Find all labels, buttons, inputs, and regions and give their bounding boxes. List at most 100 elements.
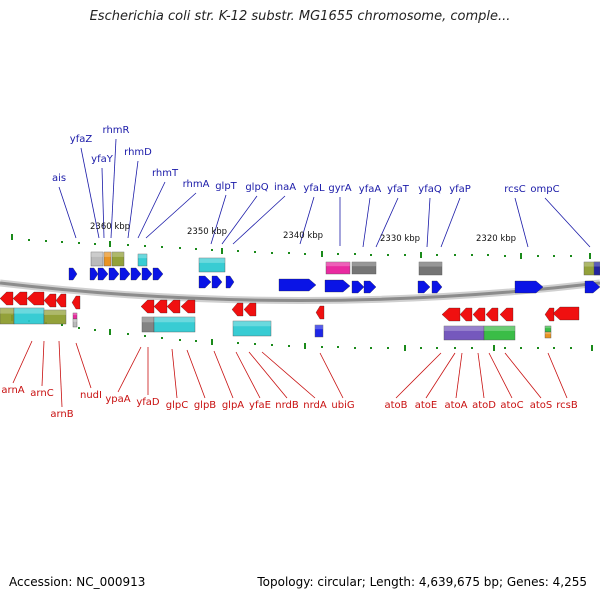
reverse-gene-label[interactable]: arnC: [30, 388, 53, 399]
forward-gene-label[interactable]: inaA: [274, 182, 296, 193]
reverse-gene-arrow[interactable]: [499, 307, 514, 322]
forward-gene-label[interactable]: rhmR: [103, 125, 130, 136]
forward-gene-arrow[interactable]: [417, 280, 431, 294]
reverse-gene-arrow[interactable]: [552, 306, 580, 321]
reverse-gene-label[interactable]: arnB: [50, 409, 73, 420]
forward-gene-arrow[interactable]: [363, 280, 377, 294]
reverse-gene-arrow[interactable]: [472, 307, 486, 322]
scale-tick: [420, 347, 422, 349]
forward-gene-label[interactable]: ompC: [530, 184, 559, 195]
label-leader-line: [171, 348, 178, 399]
domain-block-highlight: [0, 308, 14, 314]
forward-gene-arrow[interactable]: [141, 267, 153, 281]
forward-gene-label[interactable]: rhmA: [183, 179, 210, 190]
reverse-gene-arrow[interactable]: [12, 291, 28, 306]
forward-gene-label[interactable]: glpQ: [245, 182, 268, 193]
reverse-gene-arrow[interactable]: [166, 299, 181, 314]
reverse-gene-arrow[interactable]: [459, 307, 473, 322]
forward-gene-arrow[interactable]: [198, 275, 212, 289]
reverse-gene-label[interactable]: yfaD: [136, 397, 160, 408]
scale-tick: [420, 252, 422, 258]
forward-gene-label[interactable]: yfaP: [449, 184, 471, 195]
domain-block-highlight: [326, 262, 350, 267]
reverse-gene-label[interactable]: nrdA: [303, 400, 327, 411]
forward-gene-arrow[interactable]: [278, 278, 317, 292]
reverse-gene-label[interactable]: glpC: [166, 400, 188, 411]
reverse-gene-arrow[interactable]: [55, 293, 67, 308]
reverse-gene-arrow[interactable]: [315, 305, 325, 320]
forward-gene-label[interactable]: yfaA: [359, 184, 382, 195]
domain-block-layer: [0, 251, 600, 341]
reverse-gene-label[interactable]: glpB: [194, 400, 216, 411]
reverse-gene-arrow[interactable]: [544, 307, 555, 322]
scale-tick: [78, 242, 80, 244]
forward-gene-label[interactable]: yfaT: [387, 184, 410, 195]
forward-gene-arrow[interactable]: [130, 267, 142, 281]
reverse-gene-label[interactable]: nrdB: [275, 400, 299, 411]
forward-gene-label[interactable]: rhmT: [152, 168, 179, 179]
reverse-gene-arrow[interactable]: [441, 307, 461, 322]
reverse-gene-arrow[interactable]: [243, 302, 257, 317]
reverse-gene-arrow[interactable]: [140, 299, 155, 314]
forward-gene-label[interactable]: yfaY: [91, 154, 114, 165]
forward-gene-arrow[interactable]: [108, 267, 120, 281]
reverse-gene-label[interactable]: ypaA: [105, 394, 130, 405]
reverse-gene-label[interactable]: atoA: [444, 400, 467, 411]
scale-label: 2340 kbp: [283, 231, 323, 241]
domain-block: [43, 309, 67, 325]
reverse-gene-label[interactable]: atoC: [500, 400, 523, 411]
forward-gene-arrow[interactable]: [584, 280, 600, 294]
forward-gene-arrow[interactable]: [324, 279, 351, 293]
reverse-gene-label[interactable]: atoE: [415, 400, 438, 411]
scale-tick: [195, 340, 197, 342]
forward-gene-label[interactable]: yfaZ: [70, 134, 93, 145]
forward-gene-arrow[interactable]: [211, 275, 223, 289]
scale-label: 2350 kbp: [187, 227, 227, 237]
reverse-gene-label[interactable]: yfaE: [249, 400, 271, 411]
forward-gene-arrow[interactable]: [351, 280, 365, 294]
forward-gene-arrow[interactable]: [97, 267, 109, 281]
forward-gene-label[interactable]: yfaL: [303, 183, 325, 194]
reverse-gene-arrow[interactable]: [485, 307, 499, 322]
scale-tick: [211, 339, 213, 345]
forward-gene-arrow[interactable]: [225, 275, 235, 289]
domain-block: [72, 318, 78, 328]
reverse-gene-arrow[interactable]: [71, 295, 81, 310]
forward-gene-arrow[interactable]: [152, 267, 164, 281]
label-leader-line: [504, 352, 542, 399]
scale-tick: [94, 243, 96, 245]
reverse-gene-arrow[interactable]: [231, 302, 244, 317]
forward-gene-arrow[interactable]: [514, 280, 544, 294]
scale-tick: [570, 347, 572, 349]
reverse-gene-label[interactable]: glpA: [222, 400, 244, 411]
forward-gene-label[interactable]: ais: [52, 173, 66, 184]
reverse-gene-label[interactable]: nudI: [80, 390, 102, 401]
reverse-gene-arrow[interactable]: [0, 291, 14, 306]
reverse-gene-arrow[interactable]: [43, 293, 57, 308]
forward-gene-arrow[interactable]: [68, 267, 78, 281]
reverse-gene-label[interactable]: atoB: [384, 400, 407, 411]
reverse-gene-arrow[interactable]: [153, 299, 168, 314]
forward-gene-arrow[interactable]: [89, 267, 99, 281]
accession-text: Accession: NC_000913: [9, 575, 146, 589]
scale-tick: [179, 339, 181, 341]
reverse-gene-label[interactable]: atoD: [472, 400, 496, 411]
reverse-gene-arrow[interactable]: [180, 299, 196, 314]
reverse-gene-arrow[interactable]: [26, 291, 45, 306]
label-leader-line: [80, 147, 100, 239]
domain-block: [351, 261, 377, 275]
forward-gene-arrow[interactable]: [119, 267, 131, 281]
reverse-gene-label[interactable]: ubiG: [331, 400, 354, 411]
forward-gene-label[interactable]: rhmD: [124, 147, 152, 158]
forward-gene-label[interactable]: gyrA: [328, 183, 351, 194]
forward-gene-label[interactable]: glpT: [215, 181, 237, 192]
forward-gene-label[interactable]: rcsC: [504, 184, 526, 195]
forward-gene-arrow[interactable]: [431, 280, 443, 294]
label-leader-line: [101, 167, 105, 239]
reverse-gene-label[interactable]: arnA: [1, 385, 24, 396]
reverse-gene-label[interactable]: atoS: [530, 400, 553, 411]
forward-gene-label[interactable]: yfaQ: [418, 184, 442, 195]
reverse-gene-label[interactable]: rcsB: [556, 400, 578, 411]
scale-tick: [436, 347, 438, 349]
